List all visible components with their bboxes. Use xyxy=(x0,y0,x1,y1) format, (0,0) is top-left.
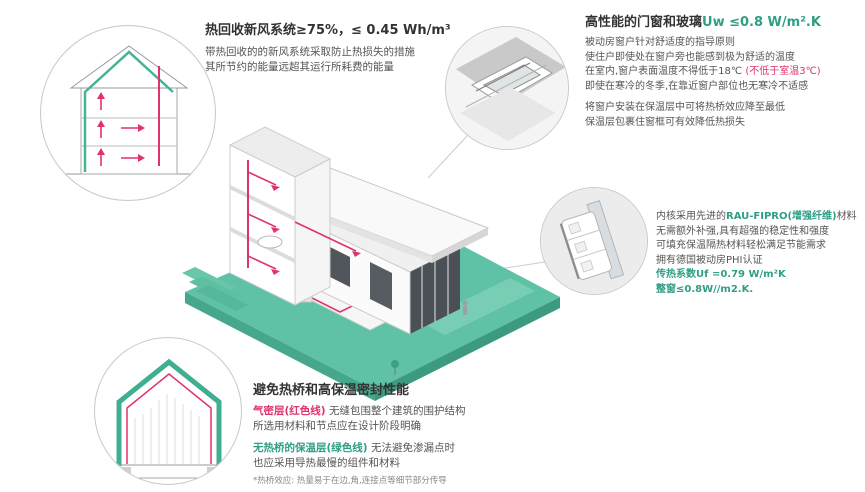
thermal-title: 避免热桥和高保温密封性能 xyxy=(253,383,410,398)
plant xyxy=(391,360,399,375)
isometric-house-illustration xyxy=(182,126,560,401)
profile-line1-post: 材料 xyxy=(836,211,857,222)
ventilation-callout xyxy=(40,25,216,201)
thermal-line3-rest: 无法避免渗漏点时 xyxy=(367,442,455,454)
profile-uw-value: 整窗≤0.8W//m2.K. xyxy=(656,283,754,295)
thermal-line3: 无热桥的保温层(绿色线) 无法避免渗漏点时 xyxy=(253,441,593,456)
window-line3-pre: 在室内,窗户表面温度不得低于18℃ xyxy=(585,66,746,77)
person-figure xyxy=(462,300,468,315)
profile-line4: 拥有德国被动房PHI认证 xyxy=(656,254,763,266)
wall-hatch xyxy=(134,394,200,464)
wing-duct xyxy=(294,221,361,257)
airtight-layer-label: 气密层(红色线) xyxy=(253,405,326,417)
thermal-line4: 也应采用导热最慢的组件和材料 xyxy=(253,457,400,469)
ventilation-line1: 带热回收的的新风系统采取防止热损失的措施 xyxy=(205,46,415,58)
insulation-layer-line xyxy=(116,358,222,466)
ventilation-text-block: 热回收新风系统≥75%，≤ 0.45 Wh/m³ 带热回收的的新风系统采取防止热… xyxy=(205,22,575,75)
window-line1: 被动房窗户针对舒适度的指导原则 xyxy=(585,37,735,48)
window-line6: 保温层包裹住窗框可有效降低热损失 xyxy=(585,116,745,128)
window-line3-red: (不低于室温3℃) xyxy=(745,66,821,77)
window-text-block: 高性能的门窗和玻璃Uw ≤0.8 W/m².K 被动房窗户针对舒适度的指导原则 … xyxy=(585,14,861,130)
window-title-value: Uw ≤0.8 W/m².K xyxy=(702,15,821,30)
insulation-section-drawing xyxy=(105,358,233,479)
house-section-ventilation-drawing xyxy=(66,45,191,175)
airflow-arrows xyxy=(97,92,145,166)
insulation-callout xyxy=(94,337,242,485)
insulation-layer-label: 无热桥的保温层(绿色线) xyxy=(253,442,368,454)
ventilation-title: 热回收新风系统≥75%，≤ 0.45 Wh/m³ xyxy=(205,23,451,38)
thermal-line1-rest: 无缝包围整个建筑的围护结构 xyxy=(325,405,466,417)
window-line3: 在室内,窗户表面温度不得低于18℃ (不低于室温3℃) xyxy=(585,65,861,80)
frame-profile-callout xyxy=(540,187,648,295)
profile-line3: 可填充保温隔热材料轻松满足节能需求 xyxy=(656,240,826,251)
airtight-layer-line xyxy=(126,373,212,464)
thermal-line1: 气密层(红色线) 无缝包围整个建筑的围护结构 xyxy=(253,404,593,419)
window-title-main: 高性能的门窗和玻璃 xyxy=(585,15,703,30)
ventilation-ducts xyxy=(247,160,280,275)
window-corner-drawing xyxy=(446,27,568,149)
profile-text-block: 内核采用先进的RAU-FIPRO(增强纤维)材料 无需额外补强,具有超强的稳定性… xyxy=(656,210,862,297)
profile-uf-value: 传热系数Uf =0.79 W/m²K xyxy=(656,269,786,280)
thermal-line2: 所选用材料和节点应在设计阶段明确 xyxy=(253,420,421,432)
thermal-footnote: *热桥效应: 热量易于在边,角,连接点等细节部分传导 xyxy=(253,476,447,486)
cutaway-tower xyxy=(228,126,332,306)
profile-line1-pre: 内核采用先进的 xyxy=(656,211,726,222)
window-line2: 使住户即使处在窗户旁也能感到极为舒适的温度 xyxy=(585,51,795,63)
garden-steps xyxy=(182,267,249,311)
window-detail-callout xyxy=(445,26,569,150)
profile-line1: 内核采用先进的RAU-FIPRO(增强纤维)材料 xyxy=(656,210,862,225)
window-line4: 即使在寒冷的冬季,在靠近窗户部位也无寒冷不适感 xyxy=(585,80,809,92)
profile-group xyxy=(559,199,625,280)
ventilation-line2: 其所节约的能量远超其运行所耗费的能量 xyxy=(205,61,394,73)
profile-line1-material: RAU-FIPRO(增强纤维) xyxy=(726,211,837,222)
profile-line2: 无需额外补强,具有超强的稳定性和强度 xyxy=(656,225,830,237)
window-profile-drawing xyxy=(541,188,647,294)
window-title: 高性能的门窗和玻璃Uw ≤0.8 W/m².K xyxy=(585,14,861,31)
thermal-text-block: 避免热桥和高保温密封性能 气密层(红色线) 无缝包围整个建筑的围护结构 所选用材… xyxy=(253,382,593,489)
window-line5: 将窗户安装在保温层中可将热桥效应降至最低 xyxy=(585,102,785,113)
